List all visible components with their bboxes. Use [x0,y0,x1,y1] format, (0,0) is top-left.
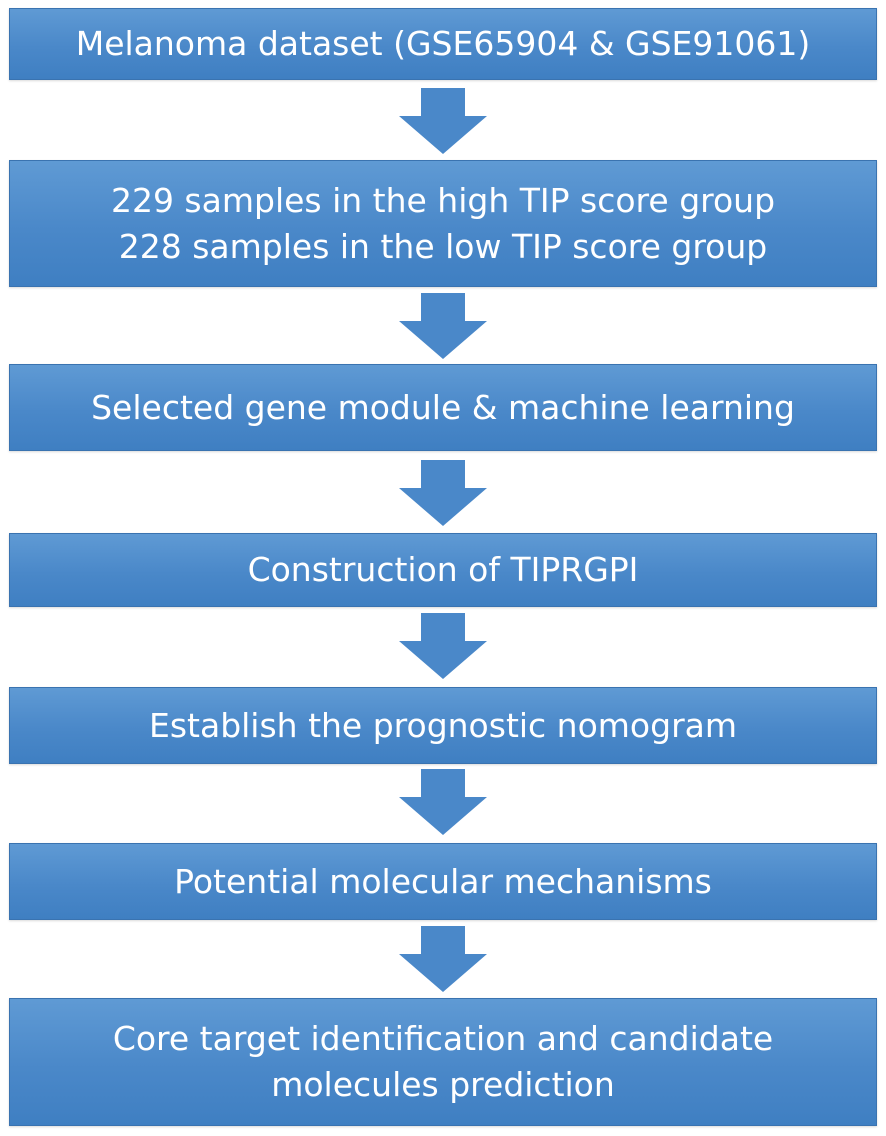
step-box-tiprgpi: Construction of TIPRGPI [9,533,877,607]
step-label: Construction of TIPRGPI [247,550,639,589]
down-arrow-icon [399,926,487,992]
step-label: Melanoma dataset (GSE65904 & GSE91061) [75,24,811,63]
step-box-nomogram: Establish the prognostic nomogram [9,687,877,764]
step-box-core-target: Core target identification and candidate… [9,998,877,1126]
step-label: Potential molecular mechanisms [174,861,712,901]
down-arrow-icon [399,613,487,679]
step-box-dataset: Melanoma dataset (GSE65904 & GSE91061) [9,8,877,80]
down-arrow-icon [399,769,487,835]
down-arrow-icon [399,460,487,526]
step-box-samples: 229 samples in the high TIP score group … [9,160,877,287]
down-arrow-icon [399,293,487,359]
step-box-gene-module: Selected gene module & machine learning [9,364,877,451]
step-label-line-2: 228 samples in the low TIP score group [118,226,768,266]
down-arrow-icon [399,88,487,154]
step-label-line-1: Core target identification and candidate [112,1019,774,1058]
step-label: Establish the prognostic nomogram [148,705,738,745]
step-label: Selected gene module & machine learning [91,387,795,427]
step-label-line-2: molecules prediction [271,1065,615,1104]
step-box-mechanisms: Potential molecular mechanisms [9,843,877,920]
step-label-line-1: 229 samples in the high TIP score group [110,180,776,220]
